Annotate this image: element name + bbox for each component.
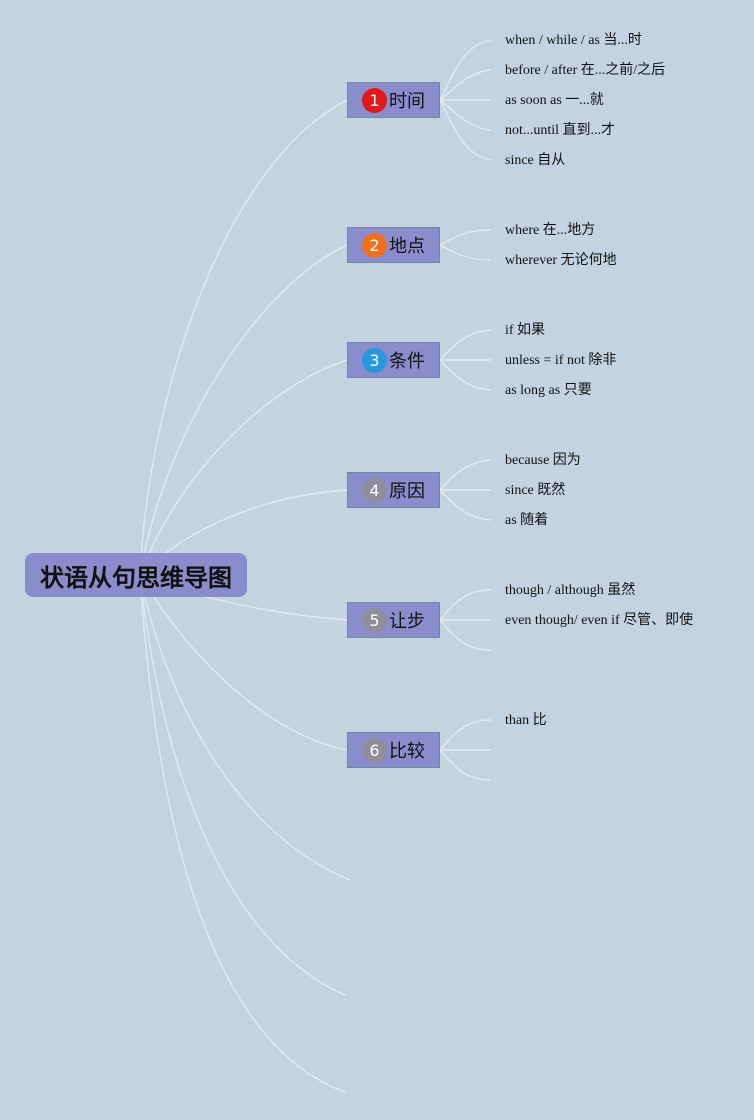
leaf-item[interactable]: unless = if not 除非	[505, 353, 617, 368]
leaf-item[interactable]: when / while / as 当...时	[505, 33, 642, 48]
branch-node-comparison[interactable]: 6 比较	[347, 732, 440, 768]
leaf-item[interactable]: before / after 在...之前/之后	[505, 63, 666, 78]
leaf-item[interactable]: even though/ even if 尽管、即使	[505, 613, 694, 628]
leaf-item[interactable]: because 因为	[505, 453, 581, 468]
leaf-item[interactable]: as 随着	[505, 513, 549, 528]
branch-label: 时间	[389, 91, 425, 112]
number-badge-icon: 1	[362, 87, 387, 113]
branch-label: 比较	[389, 741, 425, 762]
branch-node-concession[interactable]: 5 让步	[347, 602, 440, 638]
leaf-item[interactable]: wherever 无论何地	[505, 253, 617, 268]
branch-node-time[interactable]: 1 时间	[347, 82, 440, 118]
number-badge-icon: 4	[362, 477, 387, 503]
leaf-item[interactable]: though / although 虽然	[505, 583, 636, 598]
leaf-item[interactable]: not...until 直到...才	[505, 123, 616, 138]
number-badge-icon: 3	[362, 347, 387, 373]
leaf-item[interactable]: since 既然	[505, 483, 566, 498]
branch-node-reason[interactable]: 4 原因	[347, 472, 440, 508]
leaf-item[interactable]: as long as 只要	[505, 383, 592, 398]
number-badge-icon: 2	[362, 232, 387, 258]
branch-label: 地点	[389, 236, 425, 257]
number-badge-icon: 5	[362, 607, 387, 633]
branch-label: 条件	[389, 351, 425, 372]
leaf-item[interactable]: as soon as 一...就	[505, 93, 604, 108]
branch-label: 让步	[389, 611, 425, 632]
branch-node-place[interactable]: 2 地点	[347, 227, 440, 263]
leaf-item[interactable]: since 自从	[505, 153, 566, 168]
leaf-item[interactable]: than 比	[505, 713, 547, 728]
branch-label: 原因	[389, 481, 425, 502]
number-badge-icon: 6	[362, 737, 387, 763]
branch-node-condition[interactable]: 3 条件	[347, 342, 440, 378]
leaf-item[interactable]: where 在...地方	[505, 223, 596, 238]
leaf-item[interactable]: if 如果	[505, 323, 546, 338]
root-node[interactable]: 状语从句思维导图	[25, 553, 247, 597]
root-title: 状语从句思维导图	[40, 563, 232, 592]
